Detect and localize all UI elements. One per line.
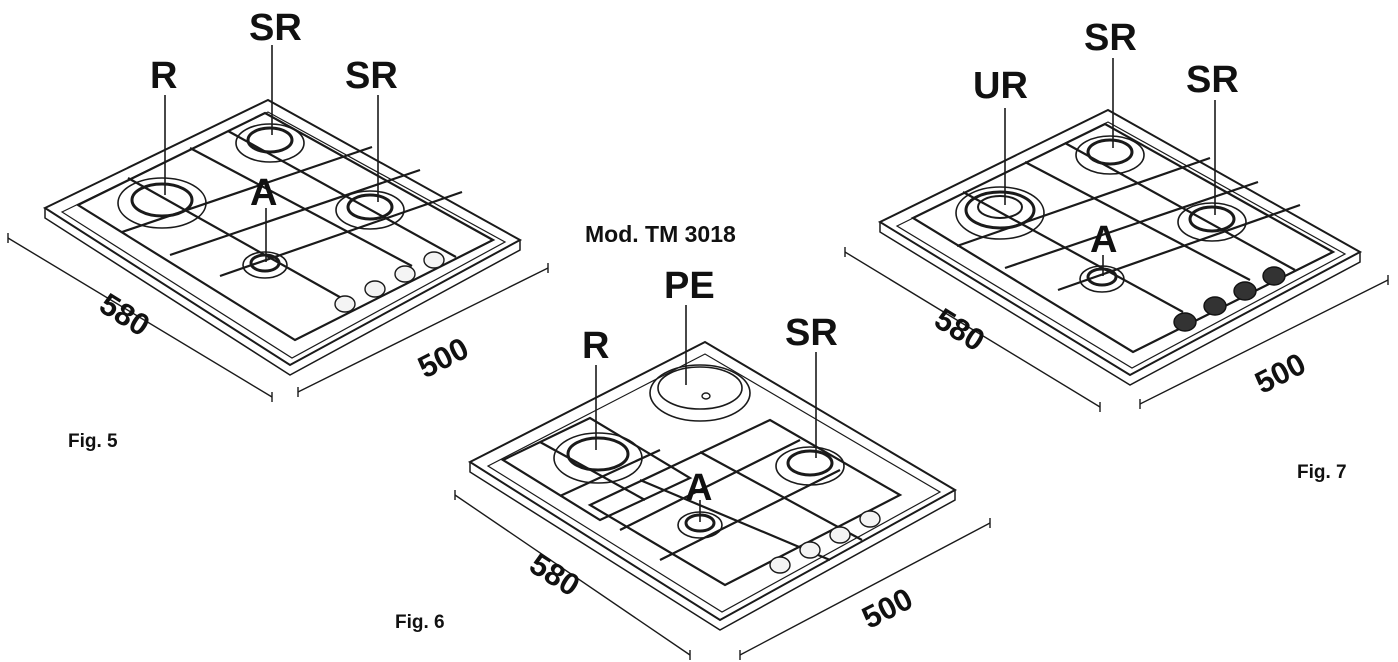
burner-rapid xyxy=(117,177,207,229)
burner-semirapid-back xyxy=(1075,135,1145,175)
figure-7-hob: UR SR SR A 580 500 Fig. 7 xyxy=(844,17,1389,483)
burner-semirapid-back xyxy=(235,123,305,163)
label-pe: PE xyxy=(664,265,715,307)
burner-auxiliary xyxy=(1079,265,1125,293)
figure-6-hob: Mod. TM 3018 PE R SR A 580 500 Fig. 6 xyxy=(395,221,991,660)
electric-hotplate xyxy=(649,364,751,422)
figure-caption: Fig. 6 xyxy=(395,612,445,633)
burner-semirapid-right xyxy=(1177,202,1247,242)
label-sr: SR xyxy=(785,312,838,354)
label-a: A xyxy=(250,172,277,214)
figure-caption: Fig. 5 xyxy=(68,431,118,452)
burner-auxiliary xyxy=(242,251,288,279)
dimension-width: 500 xyxy=(1249,346,1311,401)
dimension-depth: 580 xyxy=(928,301,990,358)
label-a: A xyxy=(685,467,712,509)
label-sr-right: SR xyxy=(345,55,398,97)
burner-semirapid-right xyxy=(335,190,405,230)
label-r: R xyxy=(582,325,609,367)
control-knobs xyxy=(769,510,881,574)
label-a: A xyxy=(1090,219,1117,261)
label-ur: UR xyxy=(973,65,1028,107)
figure-5-hob: R SR SR A 580 500 Fig. 5 xyxy=(7,7,549,452)
burner-rapid xyxy=(553,432,643,484)
burner-ultra-rapid xyxy=(955,186,1045,240)
model-title: Mod. TM 3018 xyxy=(585,221,736,247)
label-sr-back: SR xyxy=(249,7,302,49)
dimension-depth: 580 xyxy=(523,546,585,603)
dimension-width: 500 xyxy=(412,330,474,385)
label-r: R xyxy=(150,55,177,97)
label-sr-right: SR xyxy=(1186,59,1239,101)
figure-caption: Fig. 7 xyxy=(1297,462,1347,483)
control-knobs xyxy=(334,251,445,313)
burner-semirapid xyxy=(775,446,845,486)
control-knobs xyxy=(1173,266,1286,332)
pan-support-grid xyxy=(910,122,1336,354)
label-sr-back: SR xyxy=(1084,17,1137,59)
